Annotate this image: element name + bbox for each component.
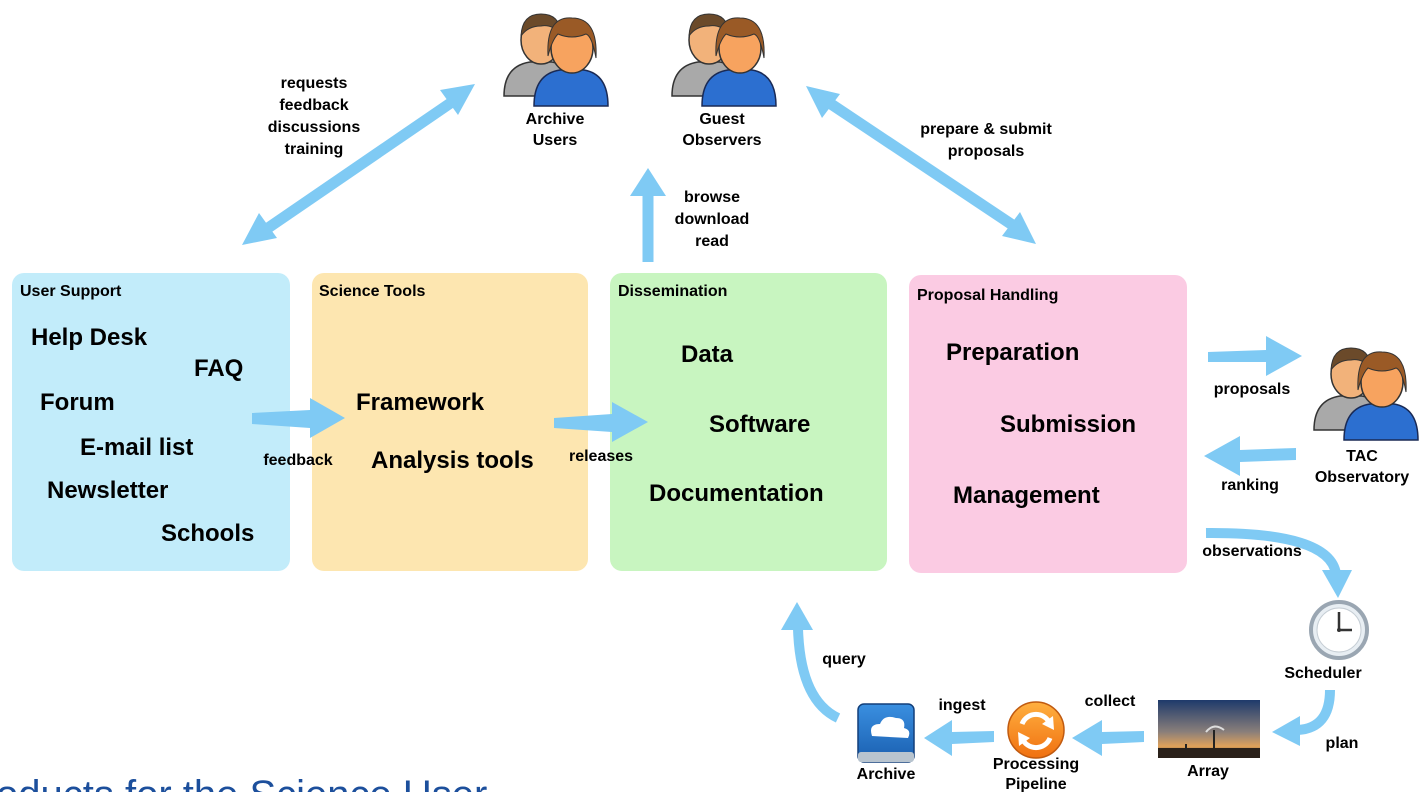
proposal-handling-title: Proposal Handling: [917, 287, 1058, 304]
scheduler-label: Scheduler: [1284, 665, 1361, 682]
edge-label-read: read: [695, 233, 729, 250]
proposal-handling-box: Proposal Handling Preparation Submission…: [909, 275, 1187, 573]
item-faq: FAQ: [194, 355, 243, 382]
scheduler-node: Scheduler: [1284, 600, 1369, 682]
edge-label-browse: browse: [684, 189, 740, 206]
item-newsletter: Newsletter: [47, 477, 168, 504]
archive-node: Archive: [857, 703, 916, 783]
pipeline-node: Processing Pipeline: [993, 701, 1079, 792]
archive-users-label-1: Archive: [526, 111, 585, 128]
slide-title-fragment: oducts for the Science User: [0, 773, 487, 792]
prepare-arrow: [806, 86, 1036, 244]
guest-observers-actor: Guest Observers: [671, 13, 777, 149]
guest-observers-label-2: Observers: [682, 132, 761, 149]
support-users-labels: requests feedback discussions training: [268, 75, 361, 158]
edge-label-discussions: discussions: [268, 119, 361, 136]
user-support-box: User Support Help Desk FAQ Forum E-mail …: [12, 273, 290, 571]
array-label: Array: [1187, 763, 1229, 780]
edge-label-collect: collect: [1085, 693, 1136, 710]
collect-arrow: [1072, 720, 1144, 756]
array-node: Array: [1158, 700, 1260, 780]
tac-label-2: Observatory: [1315, 469, 1409, 486]
releases-arrow: [554, 402, 648, 442]
edge-label-releases: releases: [569, 448, 633, 465]
tac-icon: [1313, 347, 1419, 441]
edge-label-prepare: prepare & submit: [920, 121, 1052, 138]
guest-observers-icon: [671, 13, 777, 107]
edge-label-proposals-sub: proposals: [948, 143, 1025, 160]
pipeline-label-2: Pipeline: [1005, 776, 1066, 792]
edge-label-plan: plan: [1326, 735, 1359, 752]
item-data: Data: [681, 341, 734, 368]
item-analysis-tools: Analysis tools: [371, 447, 534, 474]
edge-label-feedback-flow: feedback: [263, 452, 332, 469]
item-software: Software: [709, 411, 810, 438]
edge-label-ranking: ranking: [1221, 477, 1279, 494]
refresh-icon: [1007, 701, 1065, 759]
edge-label-training: training: [285, 141, 344, 158]
item-documentation: Documentation: [649, 480, 824, 507]
proposals-arrow: [1208, 336, 1302, 376]
feedback-arrow: [252, 398, 345, 438]
observations-arrow: [1205, 527, 1352, 598]
archive-users-icon: [503, 13, 609, 107]
science-tools-title: Science Tools: [319, 283, 426, 300]
guest-observers-label-1: Guest: [699, 111, 745, 128]
edge-label-feedback: feedback: [279, 97, 348, 114]
item-schools: Schools: [161, 520, 254, 547]
item-submission: Submission: [1000, 411, 1136, 438]
ranking-arrow: [1204, 436, 1296, 476]
edge-label-download: download: [675, 211, 750, 228]
edge-label-query: query: [822, 651, 866, 668]
item-help-desk: Help Desk: [31, 324, 148, 351]
telescope-array-image: [1158, 700, 1260, 758]
item-forum: Forum: [40, 389, 115, 416]
edge-label-ingest: ingest: [938, 697, 986, 714]
tac-actor: TAC Observatory: [1313, 347, 1419, 486]
query-arrow: [781, 602, 841, 723]
item-email-list: E-mail list: [80, 434, 193, 461]
dissemination-box: Dissemination Data Software Documentatio…: [610, 273, 887, 571]
ingest-arrow: [924, 720, 994, 756]
item-preparation: Preparation: [946, 339, 1079, 366]
edge-label-requests: requests: [281, 75, 348, 92]
edge-label-proposals: proposals: [1214, 381, 1291, 398]
browse-arrow: [630, 168, 666, 262]
item-framework: Framework: [356, 389, 485, 416]
pipeline-label-1: Processing: [993, 756, 1079, 773]
clock-icon: [1309, 600, 1369, 660]
plan-arrow: [1272, 689, 1335, 746]
science-tools-box: Science Tools Framework Analysis tools: [312, 273, 588, 571]
item-management: Management: [953, 482, 1100, 509]
archive-users-actor: Archive Users: [503, 13, 609, 149]
tac-label-1: TAC: [1346, 448, 1378, 465]
archive-users-label-2: Users: [533, 132, 578, 149]
dissemination-title: Dissemination: [618, 283, 727, 300]
archive-label: Archive: [857, 766, 916, 783]
user-support-title: User Support: [20, 283, 122, 300]
cloud-drive-icon: [857, 703, 915, 763]
support-users-arrow: [242, 84, 475, 245]
edge-label-observations: observations: [1202, 543, 1302, 560]
